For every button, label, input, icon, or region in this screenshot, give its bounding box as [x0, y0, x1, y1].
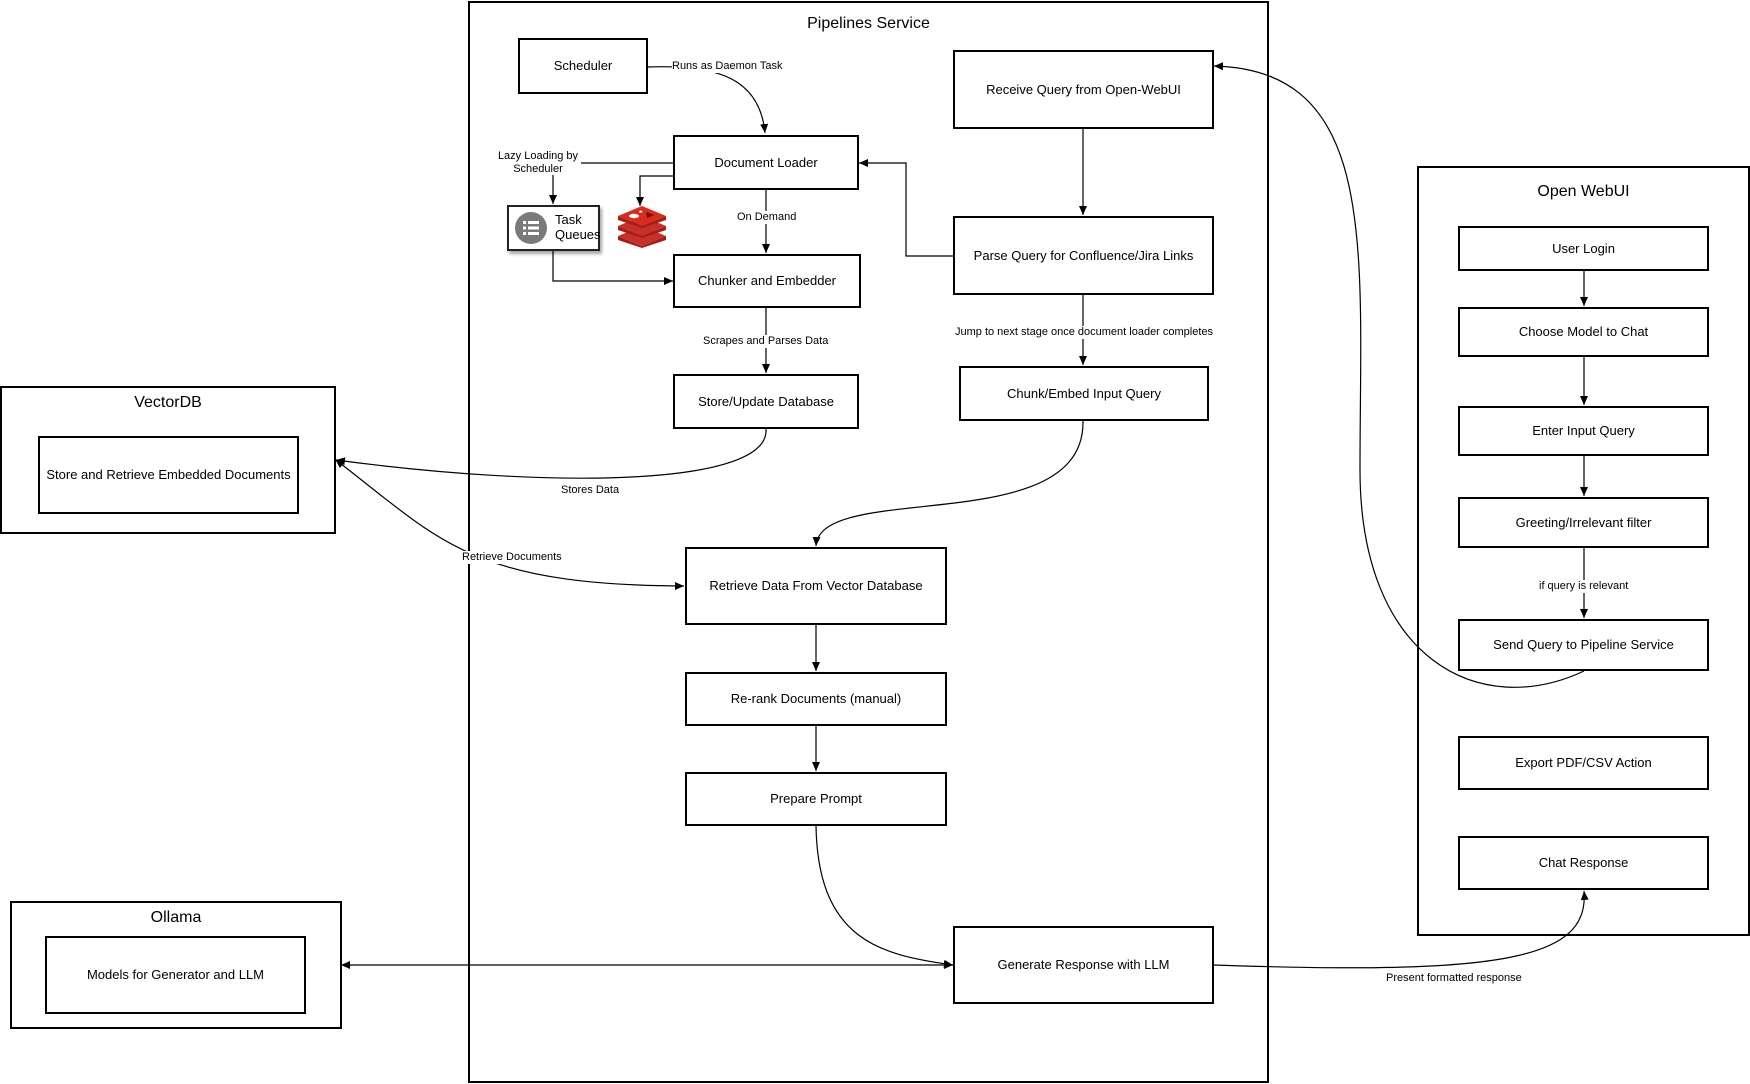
ollama-title: Ollama	[150, 909, 202, 926]
task-queues-label: Task Queues	[555, 212, 601, 242]
scheduler-box: Scheduler	[518, 38, 648, 94]
openwebui-container: Open WebUI	[1417, 166, 1750, 936]
generate-response-box: Generate Response with LLM	[953, 926, 1214, 1004]
label-runs-as-daemon: Runs as Daemon Task	[672, 60, 783, 73]
label-present-response: Present formatted response	[1386, 972, 1522, 985]
edge-prepare-to-generate	[815, 825, 954, 968]
chunker-embedder-box: Chunker and Embedder	[673, 254, 861, 308]
redis-icon	[616, 206, 668, 248]
edge-scheduler-to-loader	[647, 66, 769, 134]
label-scrapes-parses: Scrapes and Parses Data	[703, 335, 829, 348]
edge-taskqueues-to-chunker	[552, 251, 673, 285]
label-on-demand: On Demand	[737, 211, 797, 224]
vectordb-container: VectorDB	[0, 386, 336, 534]
label-if-relevant: if query is relevant	[1539, 580, 1629, 593]
pipelines-service-title: Pipelines Service	[807, 15, 930, 32]
edge-loader-to-redis	[636, 175, 673, 206]
chunk-embed-query-box: Chunk/Embed Input Query	[959, 366, 1209, 421]
task-queues-box: Task Queues	[507, 205, 601, 251]
edge-parse-to-loader	[859, 159, 953, 257]
store-update-database-box: Store/Update Database	[673, 374, 859, 429]
user-login-box: User Login	[1458, 226, 1709, 271]
prepare-prompt-box: Prepare Prompt	[685, 772, 947, 826]
store-retrieve-embedded-box: Store and Retrieve Embedded Documents	[38, 436, 299, 514]
label-lazy-loading: Lazy Loading by Scheduler	[495, 150, 581, 176]
chat-response-box: Chat Response	[1458, 836, 1709, 890]
enter-input-query-box: Enter Input Query	[1458, 406, 1709, 456]
choose-model-box: Choose Model to Chat	[1458, 307, 1709, 357]
greeting-filter-box: Greeting/Irrelevant filter	[1458, 497, 1709, 548]
export-pdf-csv-box: Export PDF/CSV Action	[1458, 736, 1709, 790]
pipelines-service-container: Pipelines Service	[468, 1, 1269, 1083]
ollama-container: Ollama	[10, 901, 342, 1029]
label-retrieve-documents: Retrieve Documents	[462, 551, 562, 564]
models-generator-llm-box: Models for Generator and LLM	[45, 936, 306, 1014]
rerank-documents-box: Re-rank Documents (manual)	[685, 672, 947, 726]
label-jump-next-stage: Jump to next stage once document loader …	[955, 326, 1214, 339]
list-icon	[515, 212, 547, 244]
edge-chunkquery-to-retrieve	[812, 420, 1084, 547]
vectordb-title: VectorDB	[134, 394, 202, 411]
label-stores-data: Stores Data	[561, 484, 620, 497]
edge-generate-to-chatresponse	[1213, 890, 1589, 969]
receive-query-box: Receive Query from Open-WebUI	[953, 50, 1214, 129]
send-query-box: Send Query to Pipeline Service	[1458, 619, 1709, 671]
openwebui-title: Open WebUI	[1537, 183, 1630, 200]
edge-sendquery-to-receive	[1213, 62, 1585, 688]
retrieve-data-box: Retrieve Data From Vector Database	[685, 547, 947, 625]
document-loader-box: Document Loader	[673, 135, 859, 190]
parse-query-box: Parse Query for Confluence/Jira Links	[953, 216, 1214, 295]
